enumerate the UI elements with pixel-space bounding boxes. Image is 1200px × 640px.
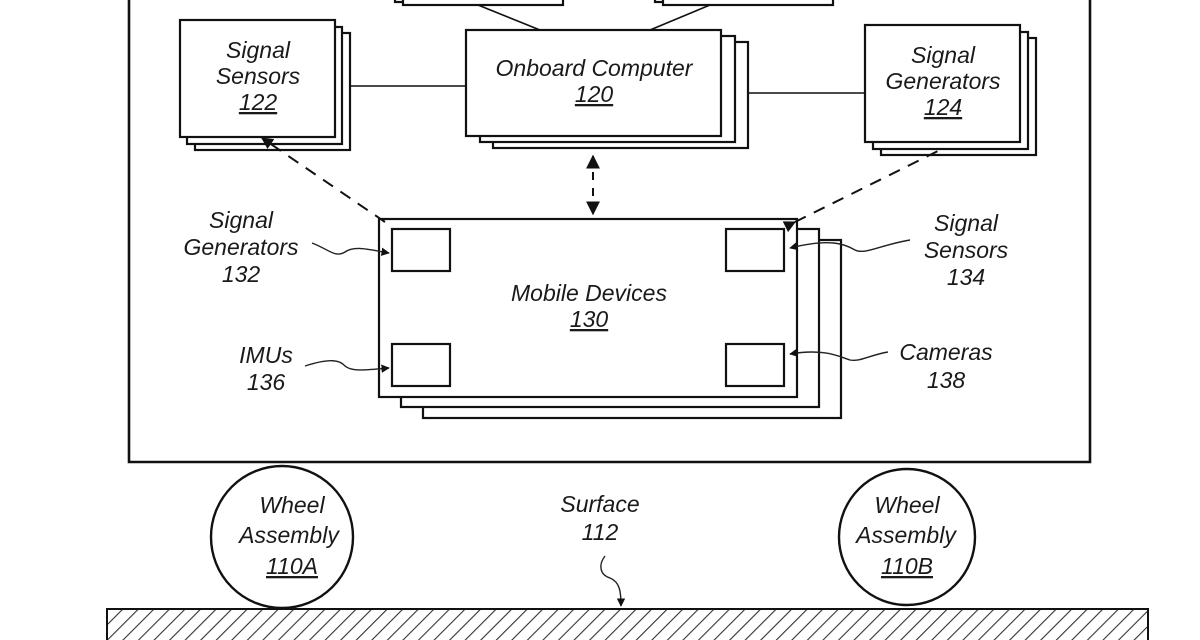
dashed-arrow-generators132-to-sensors122 <box>261 137 386 223</box>
svg-text:Signal: Signal <box>209 207 274 233</box>
camera-component <box>724 342 786 388</box>
svg-text:Generators: Generators <box>183 234 299 260</box>
callout-cameras-138: Cameras 138 <box>789 339 993 393</box>
svg-text:138: 138 <box>927 367 966 393</box>
svg-text:134: 134 <box>947 264 985 290</box>
wheel-assembly-110a: Wheel Assembly 110A <box>209 464 355 610</box>
svg-text:IMUs: IMUs <box>239 342 293 368</box>
svg-text:Sensors: Sensors <box>924 237 1009 263</box>
surface-name: Surface <box>560 491 639 517</box>
svg-text:Signal: Signal <box>934 210 999 236</box>
signal-generators-124-ref: 124 <box>924 94 962 120</box>
callout-signal-generators-132: Signal Generators 132 <box>183 207 390 287</box>
signal-generator-component <box>390 227 452 273</box>
svg-text:Wheel: Wheel <box>259 492 325 518</box>
onboard-computer-box: Onboard Computer 120 <box>464 28 750 150</box>
surface-112: Surface 112 <box>106 491 1149 640</box>
mobile-devices-box: Mobile Devices 130 <box>377 217 843 420</box>
signal-sensors-122-ref: 122 <box>239 89 278 115</box>
signal-sensors-122-line1: Signal <box>226 37 291 63</box>
signal-generators-124-line2: Generators <box>885 68 1001 94</box>
top-partial-box-left <box>393 0 565 31</box>
svg-text:136: 136 <box>247 369 286 395</box>
svg-text:110A: 110A <box>266 553 318 579</box>
mobile-devices-ref: 130 <box>570 306 609 332</box>
svg-text:Cameras: Cameras <box>899 339 993 365</box>
dashed-arrow-generators124-to-sensors134 <box>782 149 941 233</box>
svg-text:Assembly: Assembly <box>854 522 957 548</box>
surface-leader-arrow <box>600 555 626 607</box>
callout-imus-136: IMUs 136 <box>239 342 390 395</box>
vehicle-frame <box>127 0 1092 464</box>
onboard-computer-name: Onboard Computer <box>496 55 694 81</box>
callout-signal-sensors-134: Signal Sensors 134 <box>789 210 1009 290</box>
svg-text:132: 132 <box>222 261 261 287</box>
mobile-devices-name: Mobile Devices <box>511 280 667 306</box>
svg-text:110B: 110B <box>881 553 933 579</box>
signal-generators-124-line1: Signal <box>911 42 976 68</box>
signal-sensor-component <box>724 227 786 273</box>
onboard-computer-ref: 120 <box>575 81 614 107</box>
svg-text:Wheel: Wheel <box>874 492 940 518</box>
signal-sensors-122-line2: Sensors <box>216 63 301 89</box>
imu-component <box>390 342 452 388</box>
svg-text:Assembly: Assembly <box>237 522 340 548</box>
top-partial-box-right <box>649 0 835 31</box>
wheel-assembly-110b: Wheel Assembly 110B <box>837 467 977 607</box>
signal-sensors-122-box: Signal Sensors 122 <box>178 18 352 152</box>
signal-generators-124-box: Signal Generators 124 <box>863 23 1038 157</box>
surface-ref: 112 <box>582 519 619 545</box>
